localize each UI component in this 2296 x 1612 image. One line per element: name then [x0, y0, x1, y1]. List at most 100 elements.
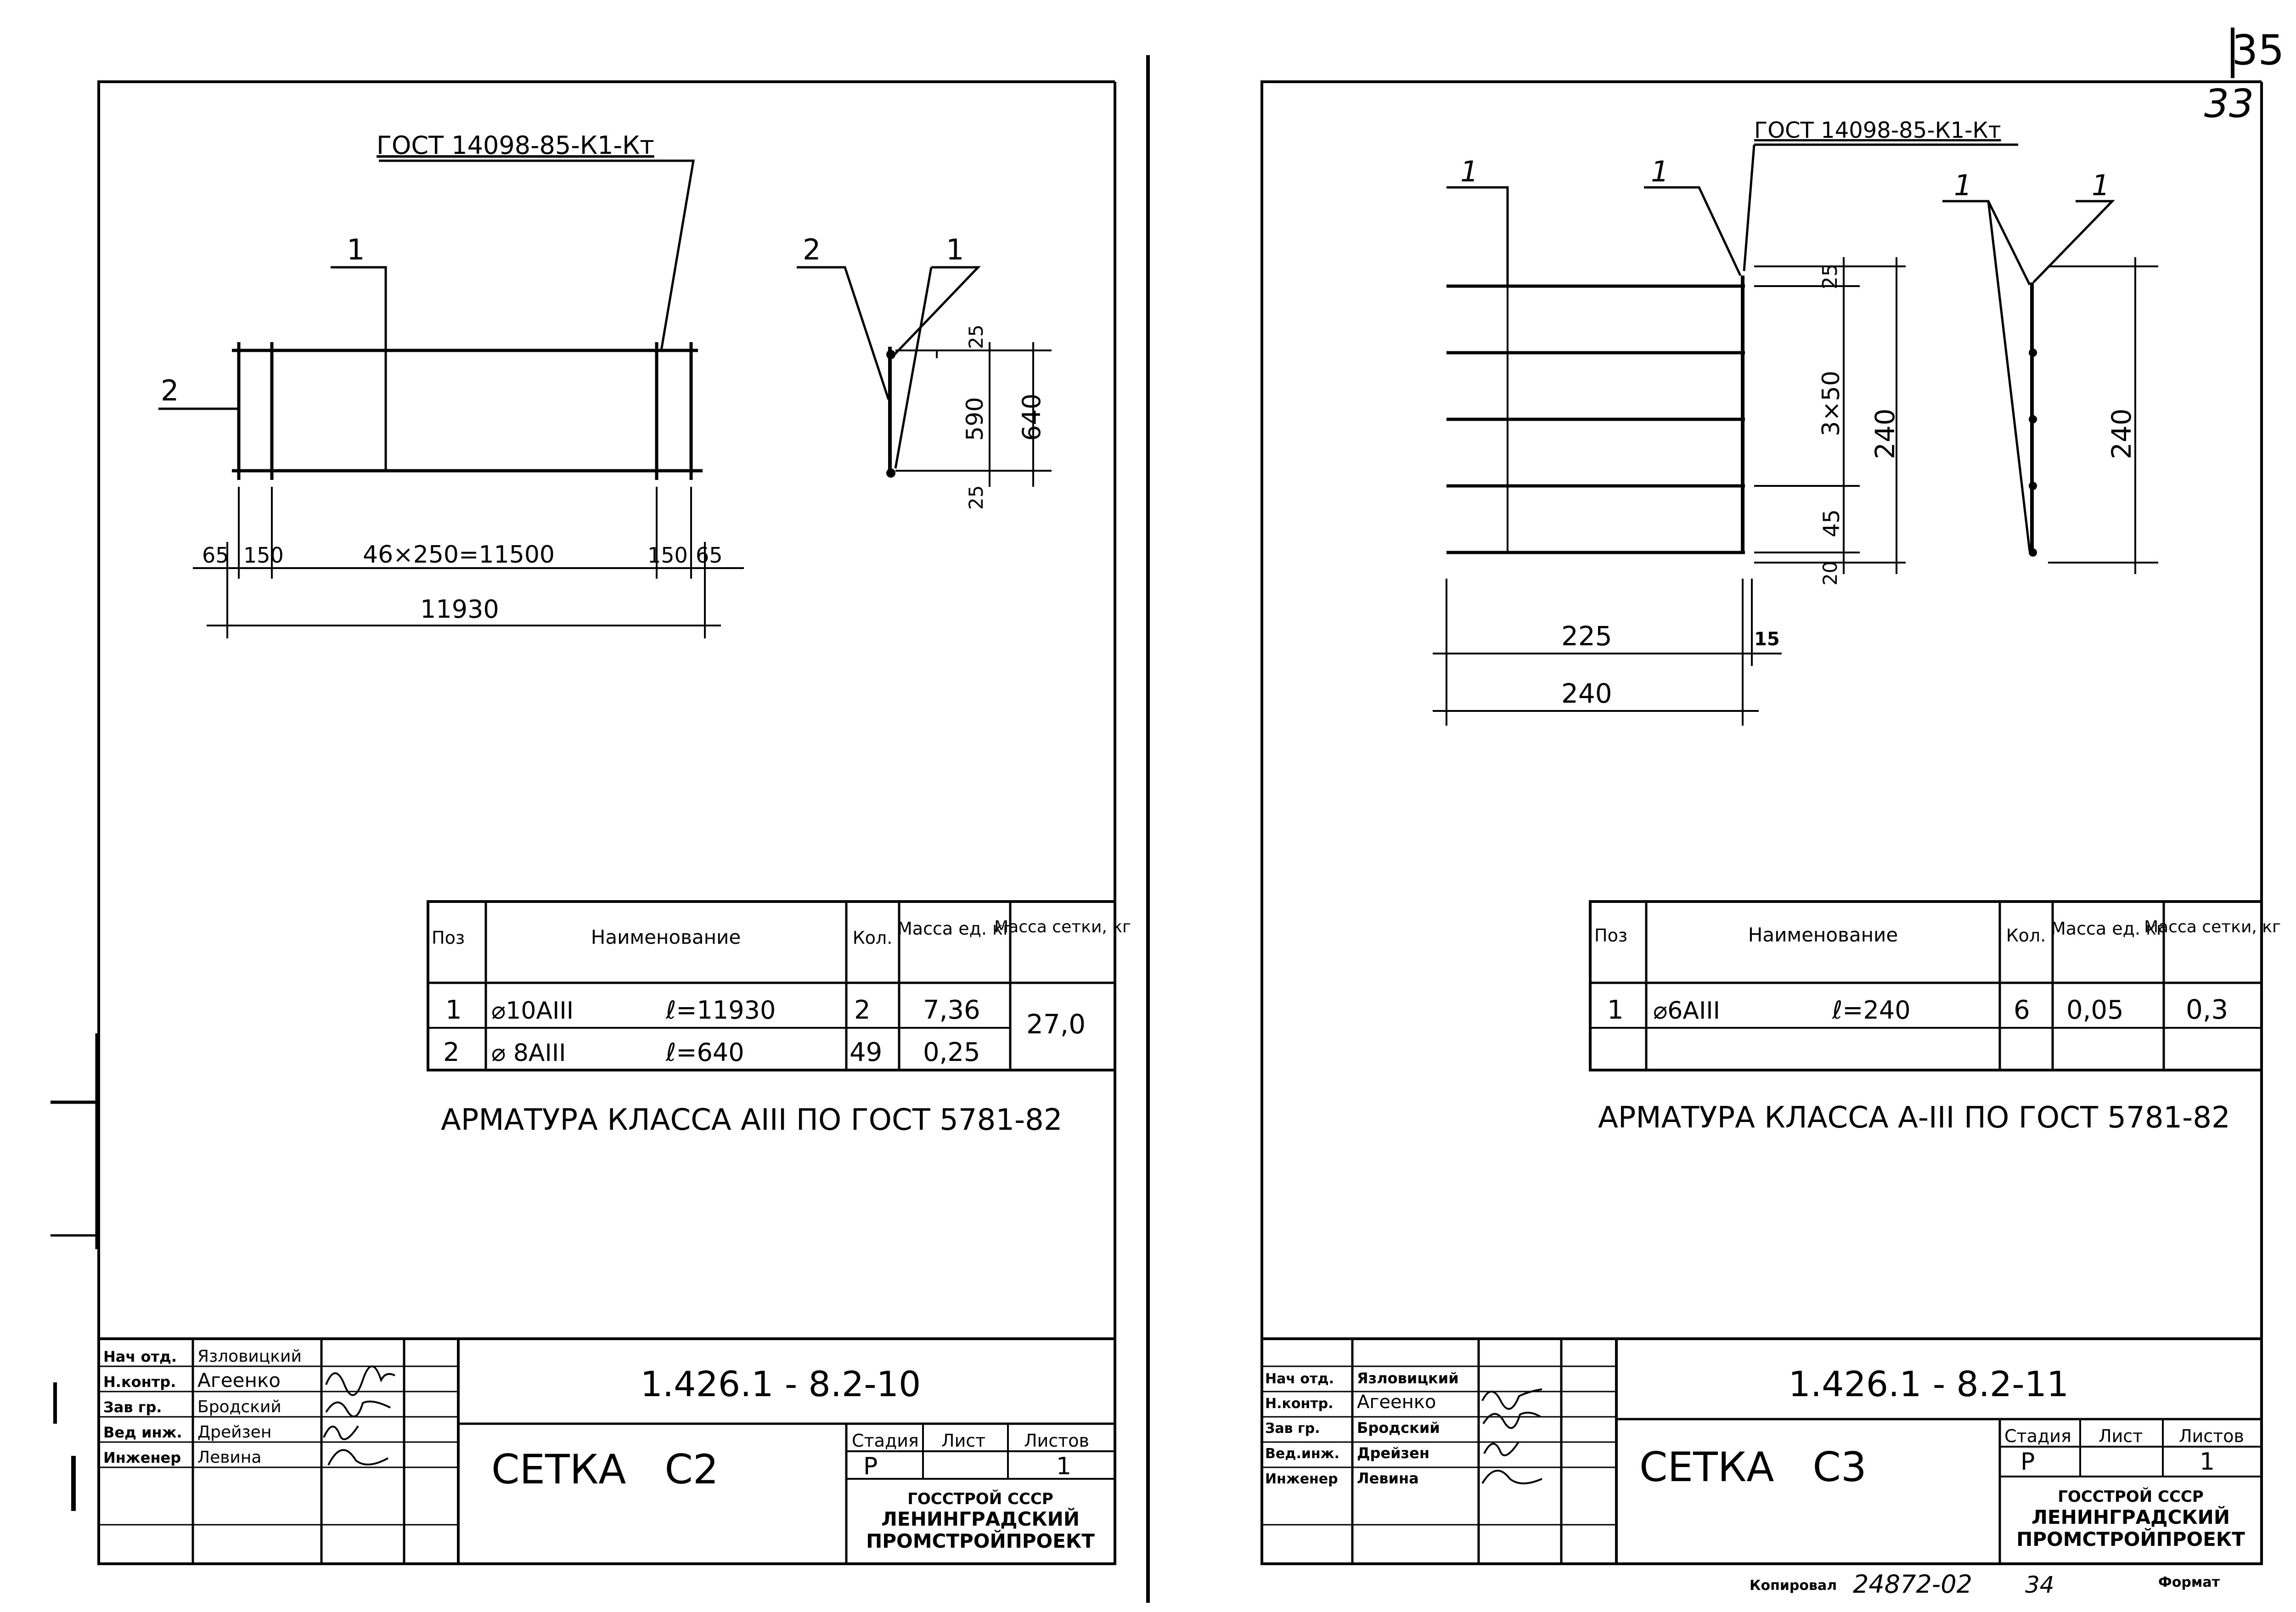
sheets-value: 1	[2200, 1448, 2215, 1476]
role-2: Н.контр.	[103, 1373, 176, 1391]
dim-top: 25	[1818, 264, 1842, 289]
name-3: Бродский	[1357, 1419, 1440, 1437]
org-line-1: ГОССТРОЙ СССР	[2058, 1487, 2204, 1506]
table-header-qty: Кол.	[2006, 925, 2046, 946]
org-line-1: ГОССТРОЙ СССР	[907, 1489, 1053, 1508]
mesh-c3-plan	[1446, 276, 1745, 554]
format-label: Формат	[2158, 1574, 2220, 1590]
page-number-corner: 35	[2232, 26, 2285, 74]
row-1-pos: 1	[445, 995, 462, 1025]
dim-pitch: 3×50	[1818, 371, 1845, 436]
role-2: Н.контр.	[1265, 1396, 1333, 1412]
copied-label: Копировал	[1750, 1578, 1837, 1594]
dim-step-left: 150	[243, 543, 284, 568]
dim-height: 240	[1869, 408, 1901, 459]
table-header-unit-mass: Масса ед. кг	[897, 919, 1012, 939]
signatures	[323, 1365, 395, 1465]
table-header-pos: Поз	[1594, 925, 1627, 946]
dim-main: 46×250=11500	[363, 541, 555, 569]
sheet-frame	[1261, 80, 2263, 1565]
name-4: Дрейзен	[1357, 1444, 1429, 1462]
title-block	[1262, 1337, 2262, 1564]
stage-label: Стадия	[852, 1431, 919, 1451]
row-1-pos: 1	[1607, 995, 1624, 1025]
dim-end-right: 65	[696, 543, 723, 568]
sheets-label: Листов	[1024, 1431, 1089, 1451]
gost-callout: ГОСТ 14098-85-К1-Кт	[1754, 118, 2001, 143]
row-2-qty: 49	[850, 1037, 882, 1067]
row-2-bar: ⌀ 8АIII	[491, 1039, 566, 1067]
table-header-name: Наименование	[591, 926, 741, 948]
name-3: Бродский	[197, 1398, 281, 1416]
plan-dimensions-vertical	[1754, 257, 1906, 574]
row-1-length: ℓ=240	[1832, 996, 1911, 1025]
stage-label: Стадия	[2004, 1426, 2071, 1446]
leaders-right	[1446, 143, 2018, 286]
role-5: Инженер	[1265, 1471, 1338, 1487]
table-header-qty: Кол.	[853, 928, 893, 948]
role-3: Зав гр.	[103, 1398, 162, 1416]
plan-dimensions	[193, 487, 744, 638]
dim-middle: 590	[962, 397, 988, 441]
table-header-mesh-mass: Масса сетки, кг	[2144, 918, 2281, 936]
spec-table	[427, 900, 1116, 1071]
mesh-mass: 0,3	[2186, 994, 2228, 1025]
side-leader-2: 2	[803, 233, 821, 266]
mesh-c2-plan	[232, 342, 703, 480]
dim-top-cover: 25	[965, 325, 987, 349]
row-2-pos: 2	[443, 1037, 460, 1067]
side-leader-1: 1	[946, 233, 964, 266]
name-1: Язловицкий	[197, 1347, 302, 1366]
name-2: Агеенко	[1357, 1392, 1436, 1413]
note: АРМАТУРА КЛАССА А-III ПО ГОСТ 5781-82	[1598, 1101, 2230, 1135]
name-5: Левина	[1357, 1470, 1419, 1487]
row-2-length: ℓ=640	[665, 1038, 744, 1067]
spec-table	[1589, 900, 2263, 1071]
drawing-code: 1.426.1 - 8.2-11	[1789, 1364, 2069, 1404]
plan-dimensions-horizontal	[1433, 579, 1782, 726]
sheet-frame	[97, 80, 1116, 1565]
table-header-pos: Поз	[432, 928, 465, 948]
footer: Копировал 24872-02 34 Формат	[1750, 1570, 2220, 1599]
drawing-title: СЕТКА С2	[491, 1446, 719, 1493]
title-block	[99, 1337, 1115, 1564]
table-header-unit-mass: Масса ед. кг	[2051, 919, 2166, 939]
org-line-3: ПРОМСТРОЙПРОЕКТ	[866, 1529, 1095, 1552]
side-leader-1a: 1	[1954, 169, 1972, 202]
dim-bottom-cover: 25	[965, 485, 987, 510]
sheets-value: 1	[1056, 1453, 1071, 1480]
page-number-top: 33	[2204, 81, 2254, 127]
drawing-code: 1.426.1 - 8.2-10	[641, 1364, 921, 1404]
role-1: Нач отд.	[1265, 1371, 1334, 1387]
row-2-unit-mass: 0,25	[923, 1037, 980, 1067]
mesh-c3-section	[1942, 200, 2158, 574]
row-1-qty: 2	[854, 995, 871, 1025]
note: АРМАТУРА КЛАССА АIII ПО ГОСТ 5781-82	[441, 1103, 1063, 1137]
stage-value: Р	[2020, 1448, 2035, 1476]
signatures	[1481, 1388, 1542, 1484]
leaders-left	[158, 159, 695, 459]
sheet-label: Лист	[2099, 1426, 2143, 1446]
dim-step-right: 150	[647, 543, 688, 568]
side-leader-1b: 1	[2092, 169, 2110, 202]
org-line-2: ЛЕНИНГРАДСКИЙ	[2032, 1505, 2230, 1528]
table-header-name: Наименование	[1748, 924, 1898, 946]
dim-side-height: 240	[2106, 408, 2137, 459]
left-sheet: ГОСТ 14098-85-К1-Кт 1 2 65 150 46×250=11…	[97, 80, 1131, 1565]
row-1-unit-mass: 0,05	[2066, 995, 2124, 1025]
dim-height: 640	[1017, 394, 1046, 441]
leader-label-2: 2	[161, 374, 179, 407]
row-1-bar: ⌀10АIII	[491, 997, 574, 1025]
row-1-unit-mass: 7,36	[923, 995, 980, 1025]
org-line-2: ЛЕНИНГРАДСКИЙ	[881, 1507, 1080, 1530]
dim-overhang: 15	[1754, 629, 1780, 650]
row-1-qty: 6	[2014, 995, 2030, 1025]
dim-inner: 225	[1561, 620, 1612, 652]
mesh-c2-section	[797, 266, 1052, 487]
dim-bottom: 20	[1819, 561, 1841, 586]
dim-end-left: 65	[202, 543, 229, 568]
role-4: Вед инж.	[103, 1424, 182, 1441]
org-line-3: ПРОМСТРОЙПРОЕКТ	[2016, 1527, 2245, 1550]
drawing-title: СЕТКА С3	[1639, 1443, 1867, 1491]
